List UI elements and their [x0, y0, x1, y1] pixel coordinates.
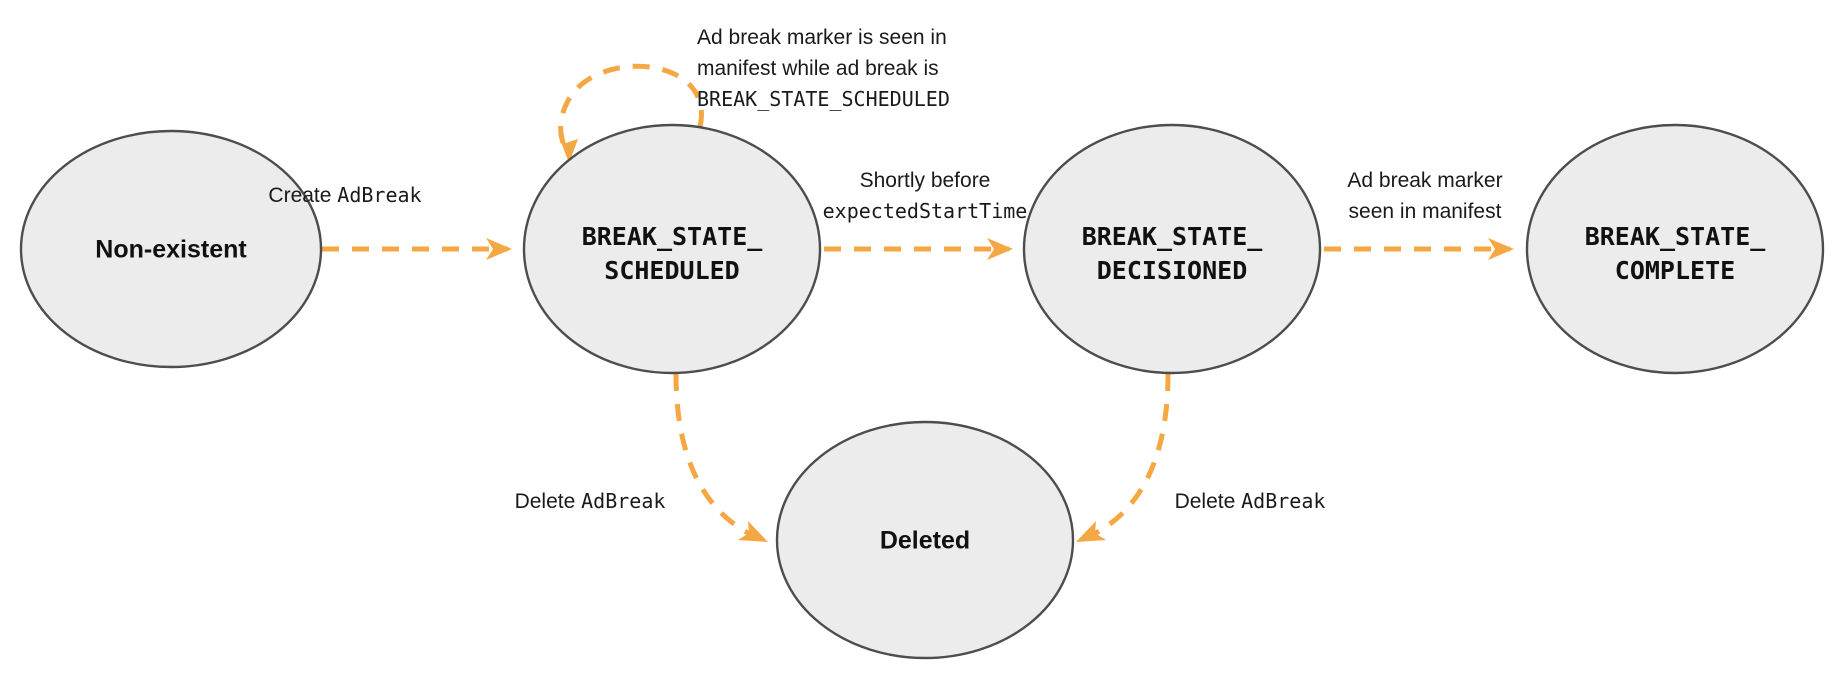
- node-shape-break-state-complete: [1525, 123, 1825, 375]
- node-break-state-decisioned[interactable]: BREAK_STATE_ DECISIONED: [1022, 123, 1322, 375]
- edge-path-delete-from-decisioned: [1088, 373, 1171, 539]
- edge-scheduled-self-loop: [558, 63, 704, 163]
- node-non-existent[interactable]: Non-existent: [19, 129, 323, 369]
- edge-path-scheduled-self-loop: [558, 63, 704, 153]
- edge-delete-from-scheduled: [673, 373, 768, 542]
- edge-label-delete-from-scheduled: Delete AdBreak: [515, 489, 666, 513]
- node-shape-non-existent: [19, 129, 323, 369]
- node-label-break-state-decisioned-line2: DECISIONED: [1097, 256, 1248, 285]
- edge-marker-seen: [1324, 238, 1514, 260]
- edge-label-create-adbreak-text: Create AdBreak: [268, 183, 421, 207]
- arrowhead-delete-from-decisioned: [1076, 521, 1106, 542]
- node-break-state-scheduled[interactable]: BREAK_STATE_ SCHEDULED: [522, 123, 822, 375]
- edge-label-create-adbreak: Create AdBreak: [268, 183, 421, 207]
- edge-label-shortly-before-line1: Shortly before: [860, 169, 991, 192]
- node-label-break-state-complete-line2: COMPLETE: [1615, 256, 1735, 285]
- arrowhead-delete-from-scheduled: [738, 521, 768, 542]
- edge-label-delete-decisioned-seg2: AdBreak: [1241, 489, 1325, 513]
- edge-label-shortly-before-line2: expectedStartTime: [823, 199, 1028, 223]
- node-label-break-state-decisioned-line1: BREAK_STATE_: [1082, 222, 1264, 251]
- node-label-deleted: Deleted: [880, 527, 970, 555]
- edge-label-delete-from-scheduled-text: Delete AdBreak: [515, 489, 666, 513]
- edge-label-self-loop-line3: BREAK_STATE_SCHEDULED: [697, 87, 950, 111]
- edge-label-delete-decisioned-seg1: Delete: [1175, 490, 1242, 513]
- arrowhead-scheduled-self-loop: [558, 134, 578, 163]
- node-break-state-complete[interactable]: BREAK_STATE_ COMPLETE: [1525, 123, 1825, 375]
- node-label-break-state-scheduled-line2: SCHEDULED: [604, 256, 739, 285]
- edge-label-self-loop-line1: Ad break marker is seen in: [697, 26, 947, 49]
- arrowhead-create-adbreak: [486, 238, 512, 260]
- edge-label-create-adbreak-seg1: Create: [268, 184, 337, 207]
- arrowhead-marker-seen: [1488, 238, 1514, 260]
- edge-label-create-adbreak-seg2: AdBreak: [337, 183, 421, 207]
- arrowhead-shortly-before: [987, 238, 1013, 260]
- edge-label-scheduled-self-loop: Ad break marker is seen in manifest whil…: [697, 26, 950, 111]
- edge-shortly-before: [824, 238, 1013, 260]
- edge-label-delete-from-decisioned: Delete AdBreak: [1175, 489, 1326, 513]
- edge-label-self-loop-line2: manifest while ad break is: [697, 57, 939, 80]
- edge-create-adbreak: [322, 238, 512, 260]
- node-label-non-existent: Non-existent: [95, 236, 247, 264]
- edge-label-shortly-before: Shortly before expectedStartTime: [823, 169, 1028, 223]
- node-label-break-state-scheduled-line1: BREAK_STATE_: [582, 222, 764, 251]
- edge-label-marker-seen-line1: Ad break marker: [1347, 169, 1502, 192]
- node-deleted[interactable]: Deleted: [775, 420, 1075, 660]
- edge-label-marker-seen: Ad break marker seen in manifest: [1347, 169, 1502, 223]
- edge-label-marker-seen-line2: seen in manifest: [1349, 200, 1502, 223]
- edge-label-delete-scheduled-seg1: Delete: [515, 490, 582, 513]
- node-shape-break-state-scheduled: [522, 123, 822, 375]
- node-shape-deleted: [775, 420, 1075, 660]
- node-label-break-state-complete-line1: BREAK_STATE_: [1585, 222, 1767, 251]
- edge-label-delete-scheduled-seg2: AdBreak: [581, 489, 665, 513]
- edge-path-delete-from-scheduled: [673, 373, 756, 539]
- edge-label-delete-from-decisioned-text: Delete AdBreak: [1175, 489, 1326, 513]
- node-shape-break-state-decisioned: [1022, 123, 1322, 375]
- edge-delete-from-decisioned: [1076, 373, 1171, 542]
